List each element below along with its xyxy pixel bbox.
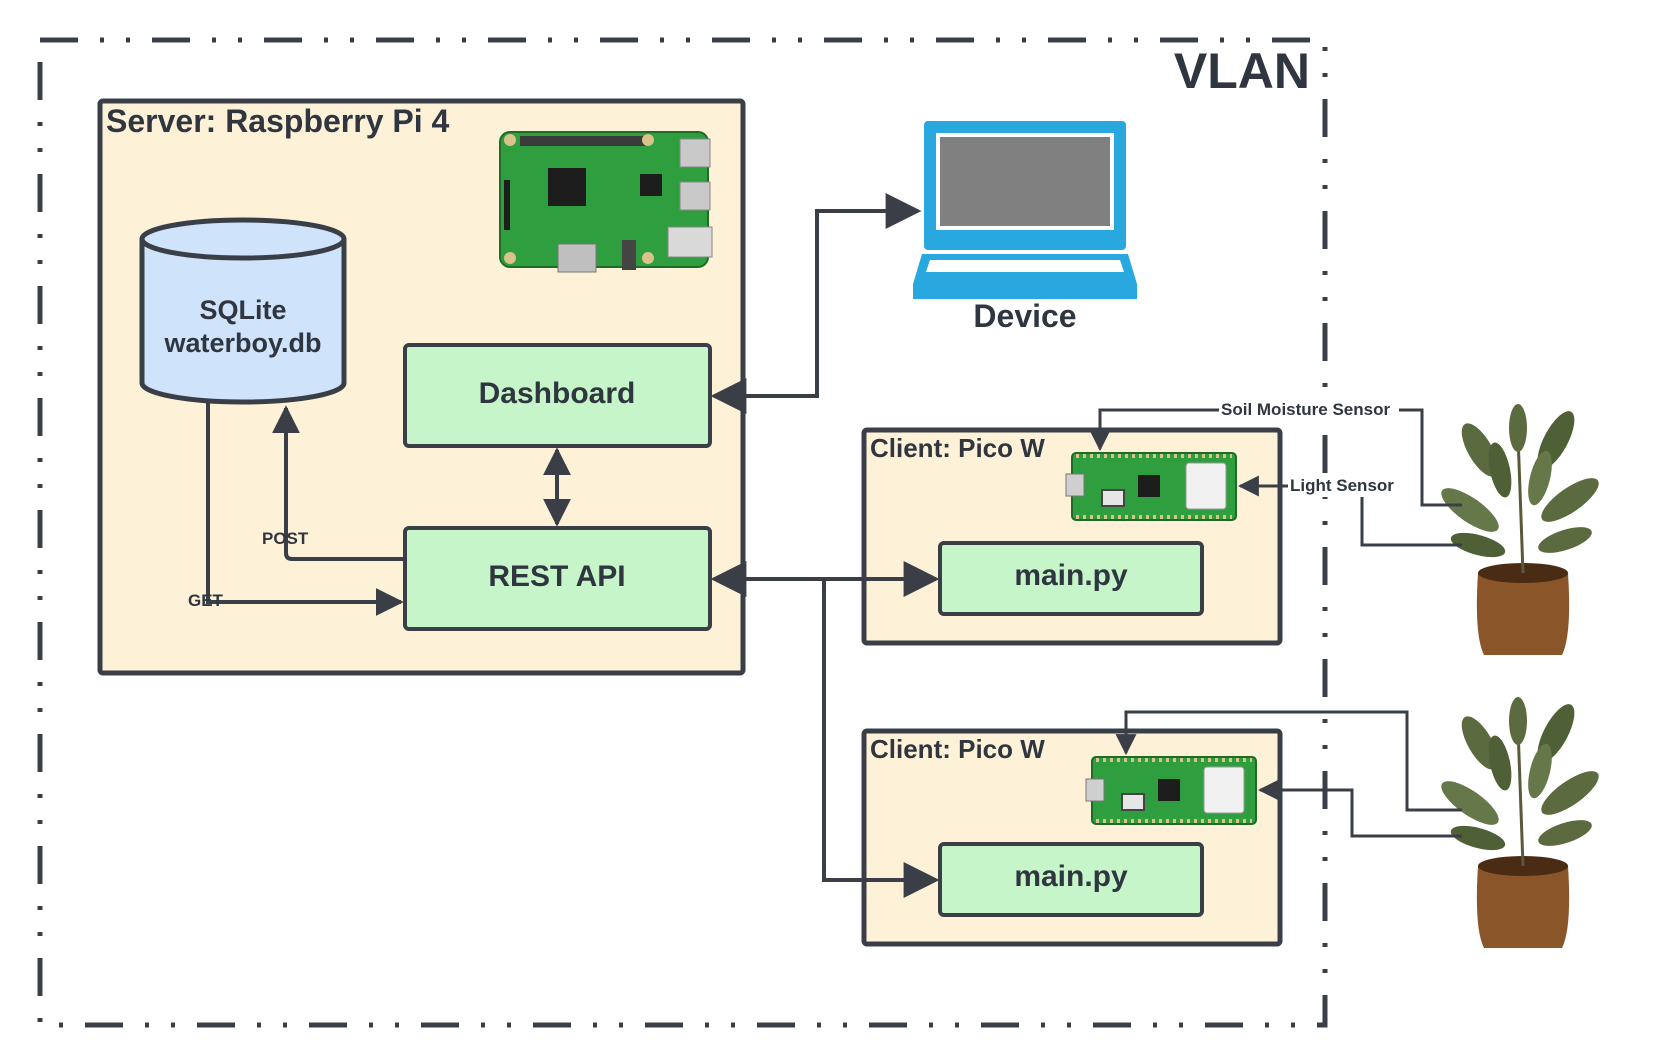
- vlan-label: VLAN: [1174, 43, 1310, 99]
- device-label: Device: [973, 298, 1076, 334]
- soil-sensor-wire-2: [1115, 710, 1462, 812]
- raspberry-pi-board-icon: [499, 131, 713, 273]
- client-2-title: Client: Pico W: [870, 734, 1045, 764]
- post-arrow: [272, 405, 405, 561]
- dashboard-box: [403, 343, 712, 448]
- get-arrow: [206, 402, 404, 616]
- database-name-line2: waterboy.db: [163, 328, 321, 358]
- database-name-line1: SQLite: [199, 295, 286, 325]
- rest-api-box: [403, 526, 712, 631]
- get-label: GET: [188, 591, 224, 610]
- dashboard-label: Dashboard: [479, 377, 636, 410]
- sqlite-database: [139, 217, 347, 405]
- client-1-title: Client: Pico W: [870, 433, 1045, 463]
- dashboard-device-arrow: [710, 193, 922, 414]
- client-1-main-box: [938, 541, 1204, 616]
- client-2-main-box: [938, 842, 1204, 917]
- pico-w-board-icon: [1065, 452, 1237, 521]
- pico-w-board-icon: [1085, 756, 1257, 825]
- soil-sensor-wire-1: [1089, 408, 1462, 507]
- potted-plant-icon: [1441, 404, 1599, 655]
- vlan-boundary: [37, 37, 1328, 1028]
- rest-api-label: REST API: [488, 560, 625, 593]
- server-title: Server: Raspberry Pi 4: [106, 103, 450, 139]
- light-sensor-wire-2: [1257, 779, 1462, 838]
- post-label: POST: [262, 529, 309, 548]
- client-2-main-label: main.py: [1014, 860, 1128, 893]
- client-1-main-label: main.py: [1014, 559, 1128, 592]
- api-client-2-arrow: [822, 579, 940, 898]
- laptop-icon: [913, 121, 1137, 299]
- soil-sensor-label: Soil Moisture Sensor: [1221, 400, 1390, 419]
- light-sensor-label: Light Sensor: [1290, 476, 1394, 495]
- potted-plant-icon: [1441, 697, 1599, 948]
